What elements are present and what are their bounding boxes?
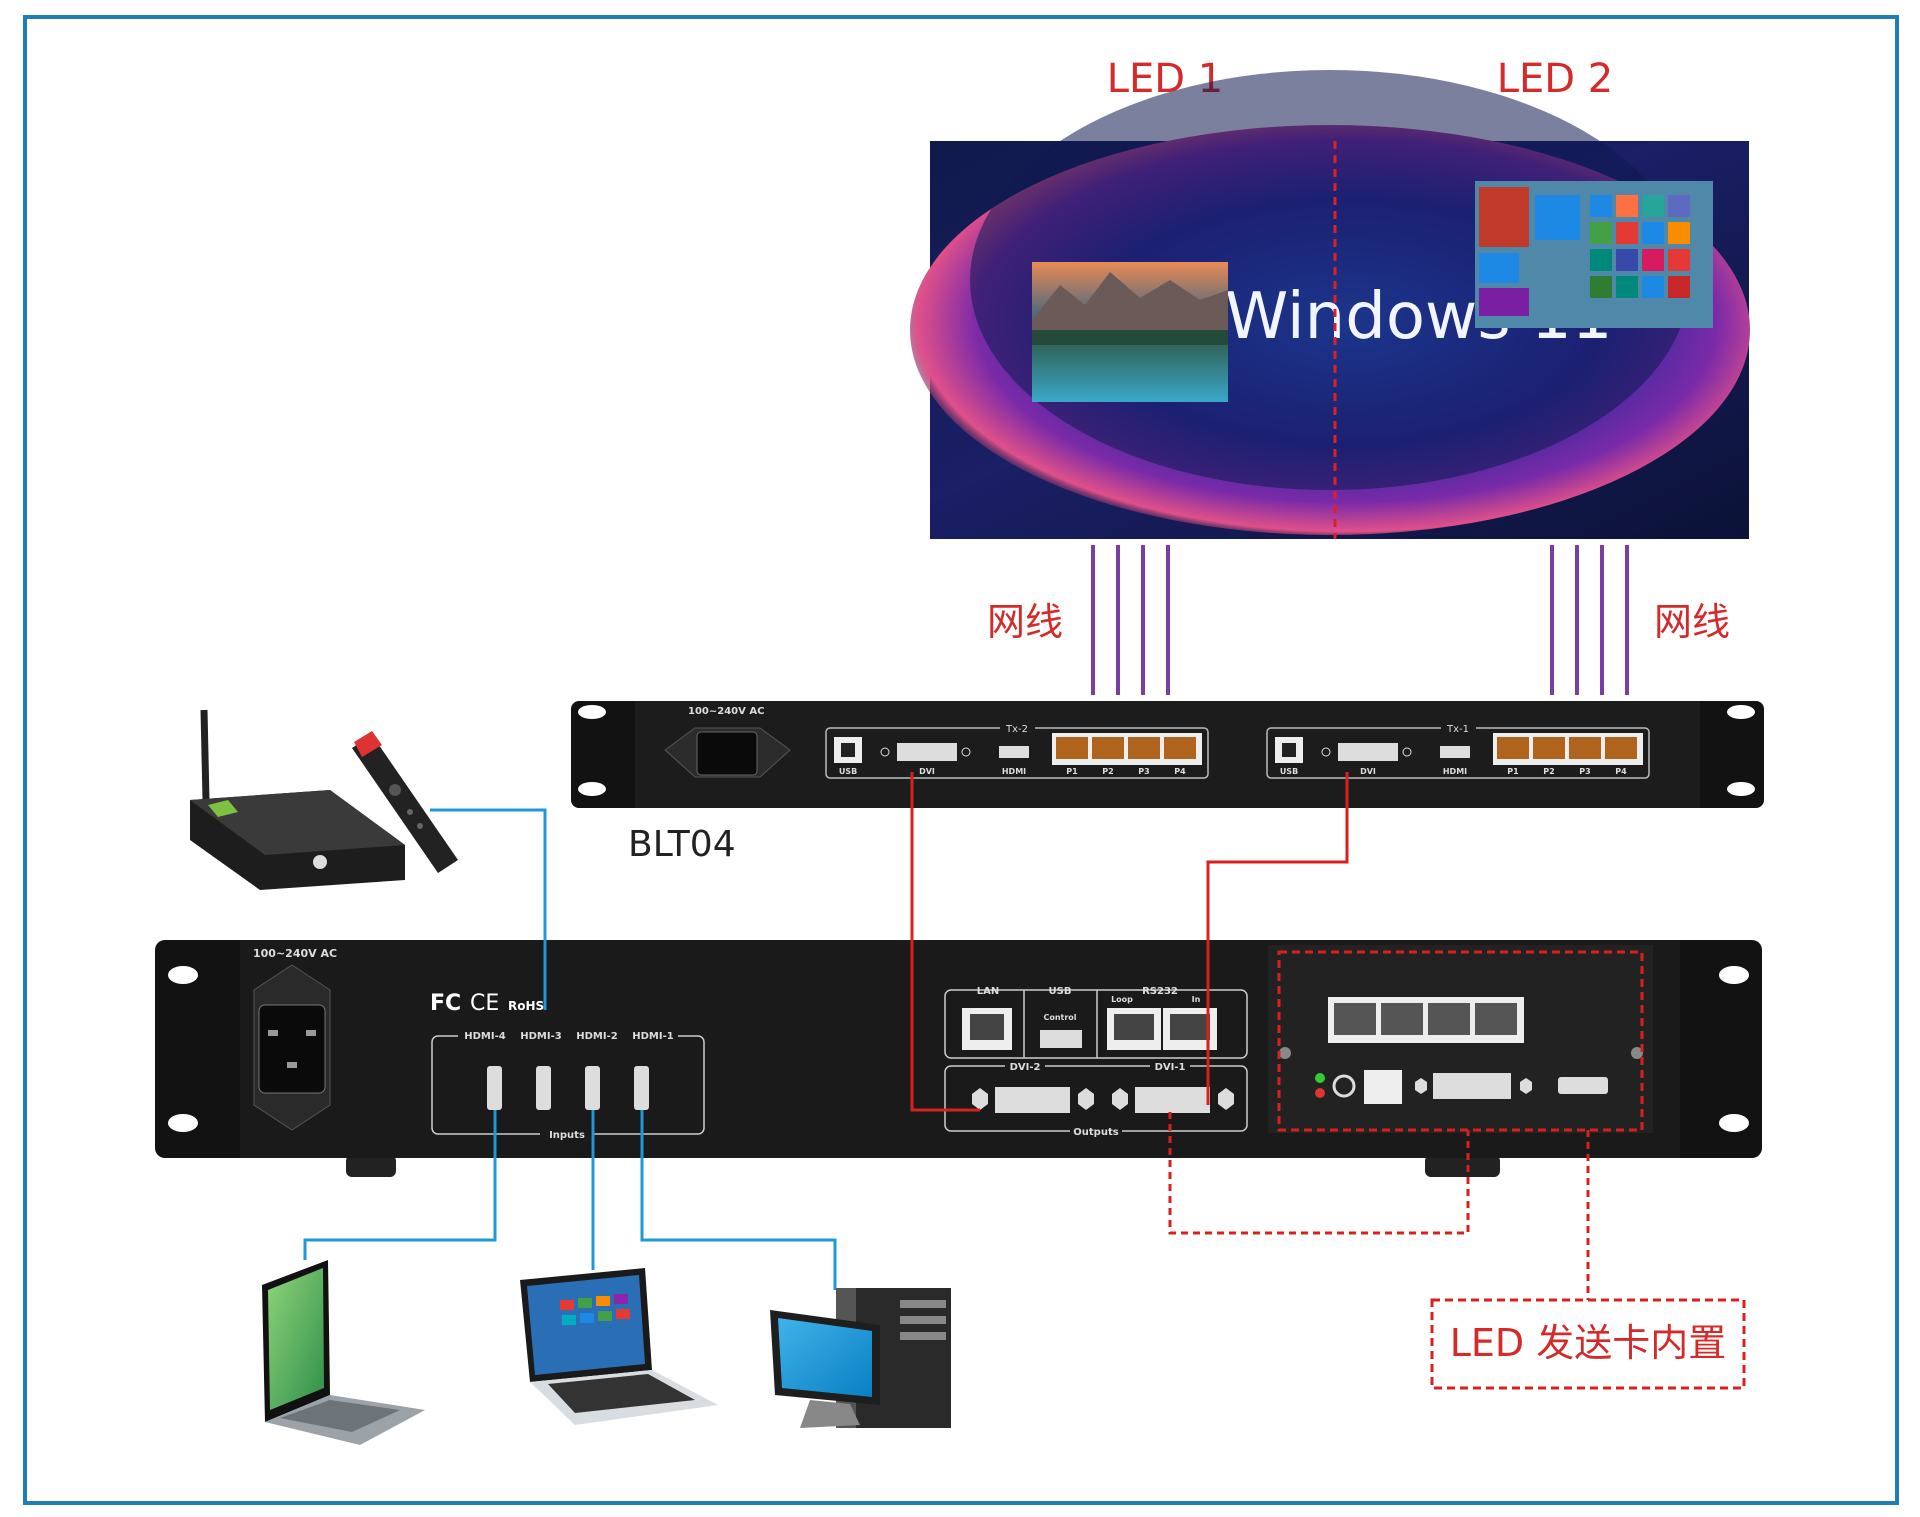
network-cables xyxy=(1091,545,1629,695)
usb-label: USB xyxy=(1049,986,1072,997)
loop-label: Loop xyxy=(1111,995,1133,1004)
rj45-port[interactable] xyxy=(1533,737,1565,759)
sender-box-blt04: 100~240V AC Tx-2 USB DVI HDMI P1 P2 xyxy=(571,701,1764,808)
rack-hole xyxy=(578,782,606,796)
rj45-port[interactable] xyxy=(1128,737,1160,759)
hdmi-input-port[interactable] xyxy=(536,1066,551,1110)
fc-mark: FC xyxy=(430,991,461,1016)
rack-hole xyxy=(1727,705,1755,719)
rj45-port[interactable] xyxy=(1605,737,1637,759)
hdmi-label: HDMI xyxy=(1443,767,1467,776)
dvi1-label: DVI-1 xyxy=(1155,1062,1186,1073)
laptop-icon xyxy=(262,1260,425,1445)
cable-label-right: 网线 xyxy=(1654,600,1730,644)
usb-label: USB xyxy=(1280,767,1298,776)
video-processor-box: 100~240V AC FC CE RoHS HDMI-4 HDMI-3 HDM… xyxy=(155,940,1762,1177)
processor-power-label: 100~240V AC xyxy=(253,947,337,960)
rj45-port[interactable] xyxy=(1056,737,1088,759)
rack-hole xyxy=(168,1114,198,1132)
rack-hole xyxy=(578,705,606,719)
hdmi-port[interactable] xyxy=(1440,746,1470,758)
rack-hole xyxy=(1719,1114,1749,1132)
usb-label: USB xyxy=(839,767,857,776)
ce-mark: CE xyxy=(470,991,499,1016)
dvi2-label: DVI-2 xyxy=(1010,1062,1041,1073)
dvi1-port[interactable] xyxy=(1135,1087,1210,1113)
rj45-port[interactable] xyxy=(1164,737,1196,759)
cable-label-left: 网线 xyxy=(987,600,1063,644)
hdmi-inputs-group: HDMI-4 HDMI-3 HDMI-2 HDMI-1 Inputs xyxy=(431,1028,705,1141)
hdmi-input-port[interactable] xyxy=(487,1066,502,1110)
dvi2-port[interactable] xyxy=(995,1087,1070,1113)
rack-hole xyxy=(1727,782,1755,796)
card-link-lines xyxy=(1168,1112,1590,1300)
p4-label: P4 xyxy=(1174,767,1186,776)
rj45-port[interactable] xyxy=(1381,1003,1423,1035)
start-menu-image xyxy=(1475,181,1713,328)
outputs-label: Outputs xyxy=(1073,1127,1118,1138)
landscape-image xyxy=(1032,262,1228,402)
tx2-label: Tx-2 xyxy=(1005,724,1028,735)
builtin-card-callout: LED 发送卡内置 xyxy=(1430,1298,1746,1390)
dvi-port[interactable] xyxy=(1338,743,1398,761)
diagram-border xyxy=(23,15,1899,1505)
led2-label: LED 2 xyxy=(1497,56,1614,102)
hdmi-input-label: HDMI-3 xyxy=(520,1031,561,1042)
desktop-computer-icon xyxy=(770,1288,951,1428)
hdmi-port[interactable] xyxy=(999,746,1029,758)
hdmi-input-label: HDMI-2 xyxy=(576,1031,617,1042)
rohs-mark: RoHS xyxy=(508,999,544,1013)
in-label: In xyxy=(1192,995,1201,1004)
android-tv-box-icon xyxy=(190,709,458,890)
rack-hole xyxy=(1719,966,1749,984)
windows-laptop-icon xyxy=(520,1268,718,1425)
rj45-port[interactable] xyxy=(1497,737,1529,759)
power-socket-icon xyxy=(664,727,791,778)
inputs-label: Inputs xyxy=(549,1130,585,1141)
hdmi-input-lines xyxy=(303,808,837,1290)
builtin-sending-card xyxy=(1268,945,1653,1133)
sender-model-label: BLT04 xyxy=(628,824,736,865)
led-screen: Windows 11 xyxy=(910,70,1750,539)
hdmi-input-label: HDMI-4 xyxy=(464,1031,505,1042)
p1-label: P1 xyxy=(1066,767,1078,776)
p1-label: P1 xyxy=(1507,767,1519,776)
lan-label: LAN xyxy=(977,986,999,997)
dvi-port[interactable] xyxy=(897,743,957,761)
p3-label: P3 xyxy=(1579,767,1590,776)
hdmi-label: HDMI xyxy=(1002,767,1026,776)
hdmi-input-label: HDMI-1 xyxy=(632,1031,673,1042)
sender-power-label: 100~240V AC xyxy=(688,706,764,717)
builtin-card-label: LED 发送卡内置 xyxy=(1450,1321,1727,1365)
tx2-port-group: Tx-2 USB DVI HDMI P1 P2 P3 P4 xyxy=(825,720,1209,779)
dvi-signal-lines xyxy=(910,772,1349,1112)
rs232-label: RS232 xyxy=(1142,986,1178,997)
dvi-label: DVI xyxy=(1360,767,1376,776)
p2-label: P2 xyxy=(1102,767,1113,776)
usb-control-port[interactable] xyxy=(1040,1030,1082,1048)
rack-hole xyxy=(168,966,198,984)
rj45-port[interactable] xyxy=(1475,1003,1517,1035)
hdmi-input-port[interactable] xyxy=(585,1066,600,1110)
rj45-port[interactable] xyxy=(1428,1003,1470,1035)
p2-label: P2 xyxy=(1543,767,1554,776)
dvi-label: DVI xyxy=(919,767,935,776)
power-socket-icon xyxy=(253,964,331,1131)
hdmi-input-port[interactable] xyxy=(634,1066,649,1110)
rj45-port[interactable] xyxy=(1334,1003,1376,1035)
dvi-outputs-group: DVI-2 DVI-1 Outputs xyxy=(944,1060,1248,1138)
control-label: Control xyxy=(1043,1013,1076,1022)
rj45-port[interactable] xyxy=(1569,737,1601,759)
tx1-label: Tx-1 xyxy=(1446,724,1469,735)
hdmi-port[interactable] xyxy=(1558,1077,1608,1094)
tx1-port-group: Tx-1 USB DVI HDMI P1 P2 P3 P4 xyxy=(1266,720,1650,779)
p3-label: P3 xyxy=(1138,767,1149,776)
dvi-port[interactable] xyxy=(1433,1073,1511,1099)
p4-label: P4 xyxy=(1615,767,1627,776)
rj45-port[interactable] xyxy=(1092,737,1124,759)
usb-port[interactable] xyxy=(1364,1070,1402,1104)
